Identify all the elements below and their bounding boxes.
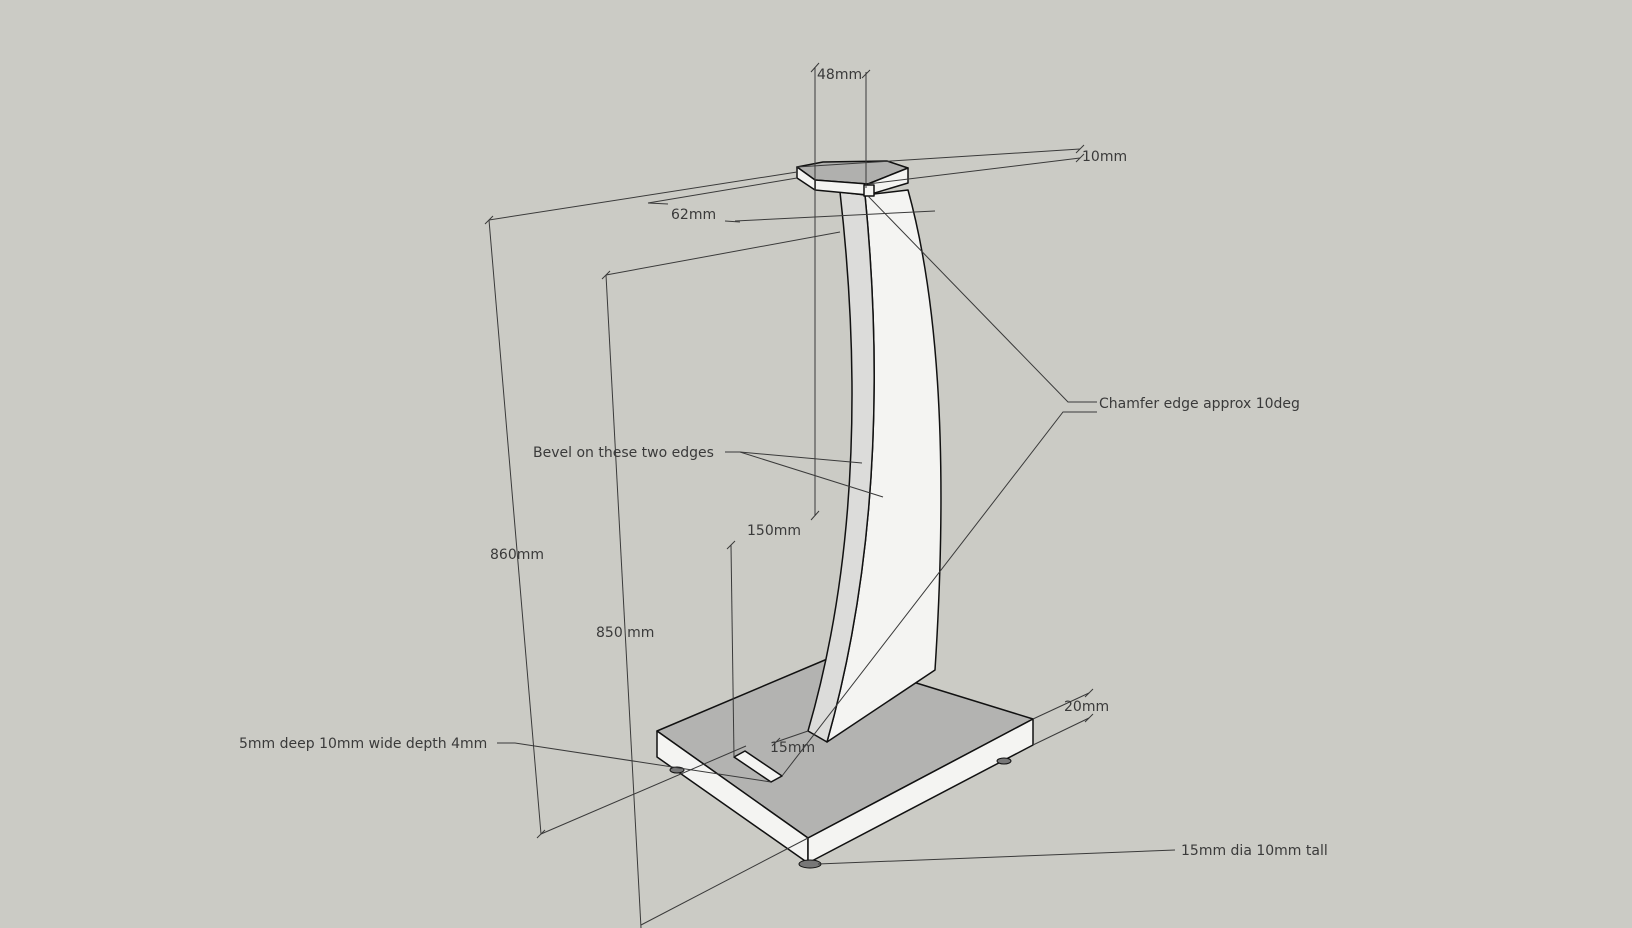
dimension-labels: 48mm 10mm 62mm 860mm 850 mm 150mm 15mm 2…	[490, 67, 1127, 756]
base-plate	[656, 656, 1034, 869]
dim-850mm: 850 mm	[596, 625, 654, 641]
dim-20mm: 20mm	[1064, 699, 1109, 715]
annotation-slot: 5mm deep 10mm wide depth 4mm	[239, 736, 487, 752]
annotation-labels: Chamfer edge approx 10deg Bevel on these…	[239, 396, 1328, 859]
foot-right	[996, 757, 1012, 765]
dim-150mm: 150mm	[747, 523, 801, 539]
dim-10mm: 10mm	[1082, 149, 1127, 165]
dim-62mm: 62mm	[671, 207, 716, 223]
dim-15mm: 15mm	[770, 740, 815, 756]
annotation-feet: 15mm dia 10mm tall	[1181, 843, 1328, 859]
leader-lines	[497, 195, 1176, 865]
dimension-lines	[484, 62, 1094, 928]
annotation-bevel: Bevel on these two edges	[533, 445, 714, 461]
top-cap-notch	[863, 184, 875, 197]
dim-48mm: 48mm	[817, 67, 862, 83]
upright-arm	[807, 189, 942, 743]
annotation-chamfer: Chamfer edge approx 10deg	[1099, 396, 1300, 412]
dim-860mm: 860mm	[490, 547, 544, 563]
foot-front	[798, 859, 822, 869]
upright-bevel-strip	[807, 191, 875, 743]
